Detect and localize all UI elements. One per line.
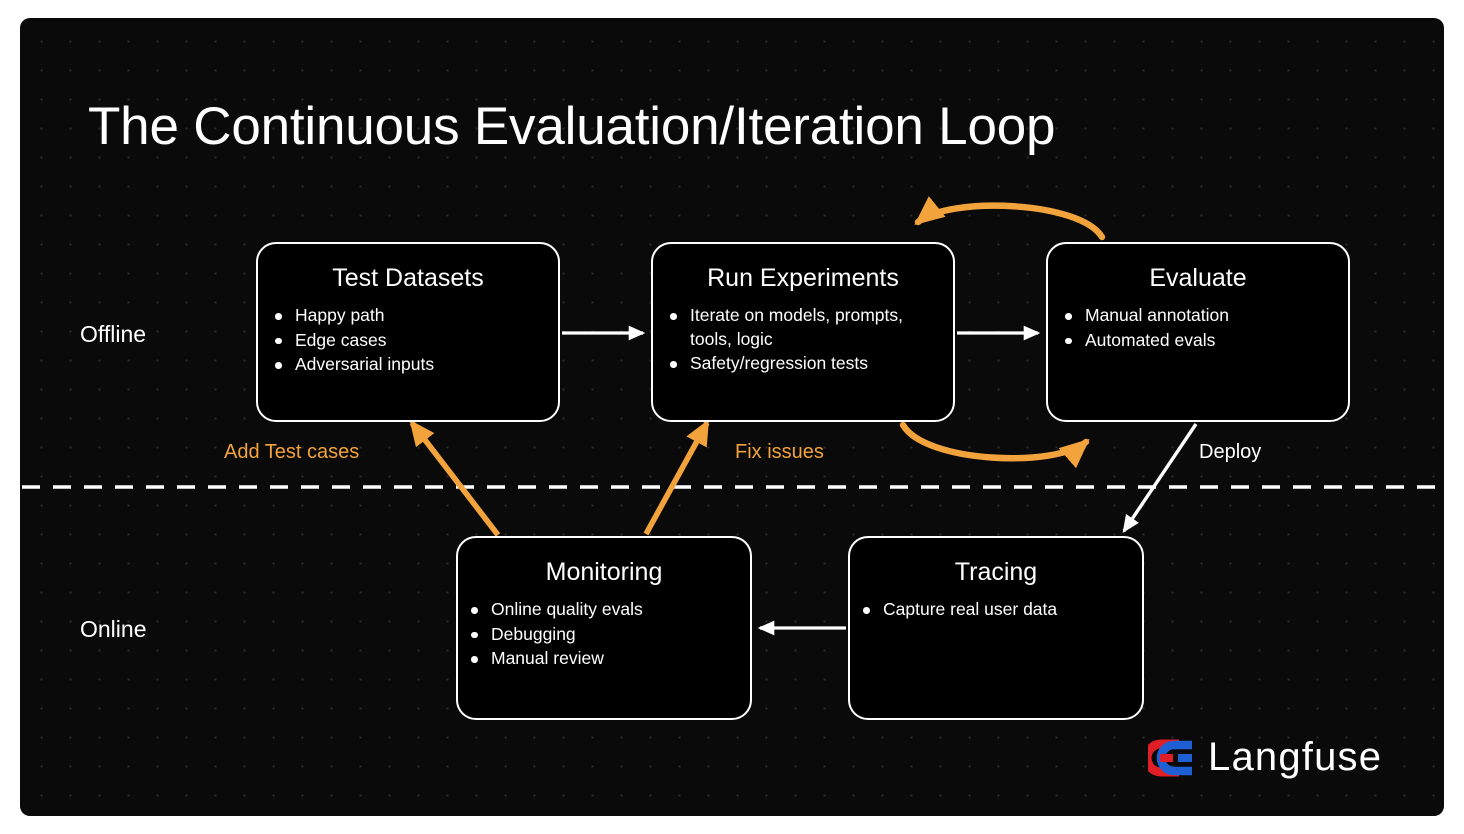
node-bullet-list: Happy path Edge cases Adversarial inputs [270,304,434,378]
lane-label-online: Online [80,616,147,642]
edge-label-deploy: Deploy [1199,441,1262,463]
node-title: Run Experiments [707,264,899,292]
node-bullet: Edge cases [270,329,434,353]
page-title: The Continuous Evaluation/Iteration Loop [88,97,1056,156]
node-bullet: Happy path [270,304,434,328]
node-bullet: Debugging [466,623,643,647]
node-test-datasets[interactable]: Test Datasets Happy path Edge cases Adve… [256,242,560,422]
node-run-experiments[interactable]: Run Experiments Iterate on models, promp… [651,242,955,422]
langfuse-logo-icon [1148,739,1192,776]
node-bullet-list: Iterate on models, prompts, tools, logic… [665,304,933,377]
node-bullet: Iterate on models, prompts, tools, logic [665,304,933,351]
lane-label-offline: Offline [80,321,147,347]
node-bullet-list: Manual annotation Automated evals [1060,304,1229,353]
node-tracing[interactable]: Tracing Capture real user data [848,536,1144,720]
brand-name: Langfuse [1208,735,1383,779]
node-title: Evaluate [1149,264,1247,292]
node-monitoring[interactable]: Monitoring Online quality evals Debuggin… [456,536,752,720]
node-bullet-list: Online quality evals Debugging Manual re… [466,598,643,672]
node-title: Monitoring [545,558,663,586]
node-evaluate[interactable]: Evaluate Manual annotation Automated eva… [1046,242,1350,422]
node-title: Test Datasets [332,264,484,292]
edge-label-fix-issues: Fix issues [735,441,824,463]
node-title: Tracing [954,558,1038,586]
node-bullet: Manual annotation [1060,304,1229,328]
node-bullet: Online quality evals [466,598,643,622]
node-bullet: Automated evals [1060,329,1229,353]
edge-label-add-test-cases: Add Test cases [224,441,360,463]
node-bullet-list: Capture real user data [858,598,1057,623]
node-bullet: Adversarial inputs [270,353,434,377]
node-bullet: Safety/regression tests [665,352,933,376]
node-bullet: Manual review [466,647,643,671]
node-bullet: Capture real user data [858,598,1057,622]
brand-lockup: Langfuse [1148,735,1382,780]
